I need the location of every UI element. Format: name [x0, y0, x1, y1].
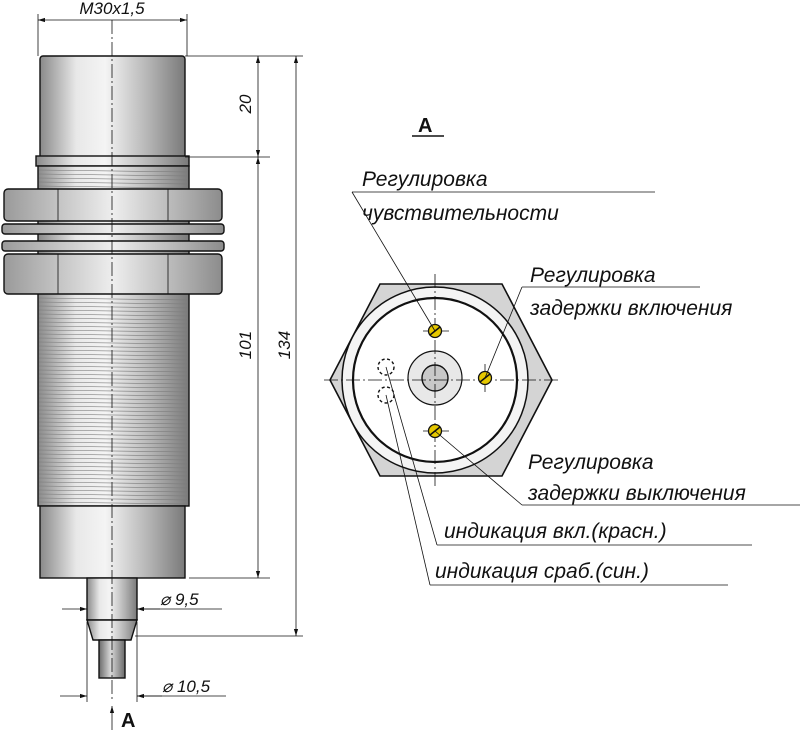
- thread-line: [38, 465, 189, 469]
- thread-line: [38, 489, 189, 493]
- view-title: A: [418, 115, 432, 137]
- off-delay-label-line2: задержки выключения: [527, 482, 746, 505]
- dim-cable-diameter: ⌀ 9,5: [62, 590, 222, 618]
- thread-line: [38, 365, 189, 369]
- thread-line: [38, 437, 189, 441]
- sensor-head: [39, 55, 186, 159]
- thread-line: [38, 477, 189, 481]
- thread-line: [38, 357, 189, 361]
- thread-line: [38, 309, 189, 313]
- thread-line: [38, 393, 189, 397]
- thread-length-label: 101: [236, 331, 255, 359]
- thread-line: [38, 485, 189, 489]
- gland-taper: [86, 619, 138, 641]
- view-arrow: A: [109, 706, 135, 731]
- thread-line: [38, 429, 189, 433]
- thread-line: [38, 493, 189, 497]
- sensitivity-label-line1: Регулировка: [362, 168, 488, 191]
- on-delay-label-line2: задержки включения: [529, 297, 732, 320]
- thread-line: [38, 449, 189, 453]
- thread-line: [38, 433, 189, 437]
- thread-line: [38, 181, 189, 185]
- gland-diameter-label: ⌀ 10,5: [162, 677, 211, 696]
- thread-line: [38, 317, 189, 321]
- dim-20: 20: [236, 56, 261, 157]
- thread-line: [38, 369, 189, 373]
- side-view: [1, 20, 225, 700]
- thread-line: [38, 453, 189, 457]
- upper-washer: [1, 223, 225, 235]
- thread-line: [38, 169, 189, 173]
- thread-line: [38, 325, 189, 329]
- thread-line: [38, 321, 189, 325]
- thread-line: [38, 405, 189, 409]
- thread-line: [38, 297, 189, 301]
- thread-line: [38, 421, 189, 425]
- thread-line: [38, 333, 189, 337]
- thread-line: [38, 401, 189, 405]
- thread-dimension: M30x1,5: [37, 0, 188, 56]
- thread-line: [38, 397, 189, 401]
- end-view: A: [324, 115, 560, 486]
- thread-line: [38, 381, 189, 385]
- lower-nut: [3, 253, 223, 295]
- cable-diameter-label: ⌀ 9,5: [160, 590, 199, 609]
- thread-line: [38, 373, 189, 377]
- thread-line: [38, 345, 189, 349]
- upper-nut: [3, 188, 223, 222]
- thread-line: [38, 497, 189, 501]
- thread-line: [38, 353, 189, 357]
- thread-lines: [38, 169, 189, 505]
- thread-line: [38, 341, 189, 345]
- thread-line: [38, 481, 189, 485]
- thread-line: [38, 417, 189, 421]
- thread-line: [38, 445, 189, 449]
- thread-line: [38, 301, 189, 305]
- thread-line: [38, 173, 189, 177]
- thread-line: [38, 337, 189, 341]
- callouts: Регулировка чувствительности Регулировка…: [362, 168, 746, 583]
- trigger-indication-label: индикация сраб.(син.): [435, 560, 649, 583]
- on-indication-label: индикация вкл.(красн.): [444, 520, 667, 543]
- total-length-label: 134: [275, 331, 294, 359]
- on-delay-label-line1: Регулировка: [530, 264, 656, 287]
- thread-line: [38, 473, 189, 477]
- view-arrow-label: A: [121, 710, 135, 731]
- thread-line: [38, 461, 189, 465]
- thread-size-label: M30x1,5: [79, 0, 145, 18]
- thread-line: [38, 313, 189, 317]
- thread-line: [38, 501, 189, 505]
- top-length-label: 20: [236, 94, 255, 114]
- thread-line: [38, 441, 189, 445]
- thread-line: [38, 349, 189, 353]
- thread-line: [38, 409, 189, 413]
- dim-134: 134: [275, 56, 299, 636]
- thread-line: [38, 385, 189, 389]
- thread-line: [38, 425, 189, 429]
- leader-lines: [351, 191, 800, 586]
- lower-washer: [1, 240, 225, 252]
- thread-line: [38, 177, 189, 181]
- thread-line: [38, 361, 189, 365]
- thread-line: [38, 185, 189, 189]
- dim-gland-diameter: ⌀ 10,5: [60, 622, 226, 702]
- thread-line: [38, 413, 189, 417]
- thread-line: [38, 469, 189, 473]
- sensitivity-screw-icon: [423, 323, 449, 339]
- thread-line: [38, 377, 189, 381]
- thread-line: [38, 305, 189, 309]
- lower-sleeve: [39, 505, 186, 579]
- thread-line: [38, 389, 189, 393]
- sensitivity-label-line2: чувствительности: [362, 202, 559, 225]
- off-delay-label-line1: Регулировка: [528, 451, 654, 474]
- head-collar: [35, 155, 190, 167]
- thread-line: [38, 329, 189, 333]
- dim-101: 101: [236, 157, 261, 578]
- thread-line: [38, 457, 189, 461]
- threaded-body: [37, 165, 190, 507]
